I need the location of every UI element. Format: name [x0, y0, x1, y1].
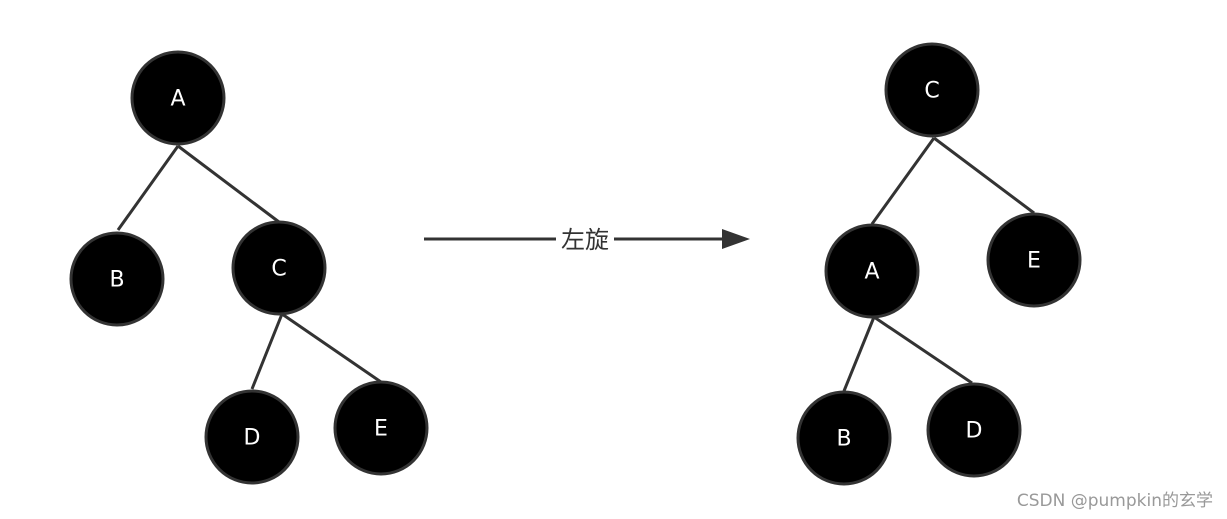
- node-before-e: E: [333, 380, 429, 476]
- node-before-a: A: [130, 50, 226, 146]
- edge-before-c-d: [250, 313, 284, 390]
- node-label: C: [271, 257, 286, 282]
- node-before-b: B: [69, 231, 165, 327]
- edge-before-c-e: [281, 312, 382, 384]
- node-circle: [231, 220, 327, 316]
- watermark: CSDN @pumpkin的玄学: [1016, 491, 1213, 511]
- edge-after-a-b: [842, 316, 876, 392]
- node-circle: [333, 380, 429, 476]
- node-label: A: [864, 260, 879, 285]
- edge-after-c-e: [933, 136, 1035, 215]
- arrow-head-icon: [722, 229, 750, 249]
- edge-before-a-b: [116, 145, 180, 231]
- node-circle: [204, 389, 300, 485]
- tree-after-rotation: C A E B D: [796, 42, 1082, 486]
- edge-after-a-d: [873, 315, 973, 385]
- node-circle: [130, 50, 226, 146]
- node-after-c: C: [884, 42, 980, 138]
- node-label: D: [244, 426, 261, 451]
- node-after-d: D: [926, 382, 1022, 478]
- node-label: D: [966, 419, 983, 444]
- node-circle: [986, 212, 1082, 308]
- node-circle: [884, 42, 980, 138]
- node-circle: [926, 382, 1022, 478]
- edge-after-c-a: [870, 137, 936, 225]
- node-circle: [796, 390, 892, 486]
- node-label: E: [1027, 249, 1041, 274]
- node-before-c: C: [231, 220, 327, 316]
- node-after-a: A: [824, 223, 920, 319]
- node-label: B: [836, 427, 851, 452]
- node-label: C: [924, 79, 939, 104]
- node-circle: [69, 231, 165, 327]
- node-before-d: D: [204, 389, 300, 485]
- node-circle: [824, 223, 920, 319]
- rotation-arrow: 左旋: [424, 224, 750, 256]
- arrow-label: 左旋: [561, 226, 609, 254]
- node-label: A: [170, 87, 185, 112]
- tree-before-rotation: A B C D E: [69, 50, 429, 485]
- node-after-b: B: [796, 390, 892, 486]
- node-label: E: [374, 417, 388, 442]
- node-after-e: E: [986, 212, 1082, 308]
- arrow-label-background: [556, 224, 614, 256]
- node-label: B: [109, 268, 124, 293]
- edge-before-a-c: [177, 144, 280, 224]
